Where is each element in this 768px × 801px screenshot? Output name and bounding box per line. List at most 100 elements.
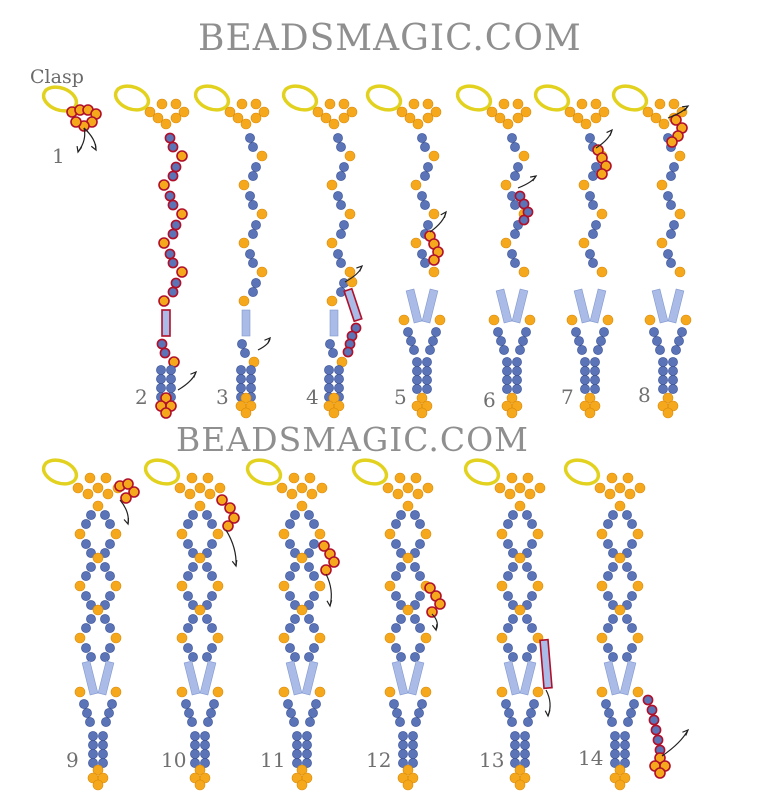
orange-bead xyxy=(632,580,644,592)
blue-bead xyxy=(414,708,424,718)
orange-bead xyxy=(326,295,338,307)
blue-bead xyxy=(81,571,91,581)
orange-bead xyxy=(144,106,156,118)
blue-bead xyxy=(408,749,418,759)
blue-bead xyxy=(422,384,432,394)
blue-bead xyxy=(81,623,91,633)
orange-bead xyxy=(396,106,408,118)
bugle-bead xyxy=(183,660,201,696)
clasp-ring-icon xyxy=(41,85,79,113)
blue-bead xyxy=(512,384,522,394)
blue-bead xyxy=(396,600,406,610)
orange-bead xyxy=(596,168,608,180)
orange-bead xyxy=(416,392,428,404)
blue-bead xyxy=(285,591,295,601)
thread-arrow-icon xyxy=(177,371,197,391)
blue-bead xyxy=(86,652,96,662)
blue-bead xyxy=(603,519,613,529)
blue-bead xyxy=(591,220,601,230)
blue-bead xyxy=(520,731,530,741)
blue-bead xyxy=(86,548,96,558)
orange-bead xyxy=(434,314,446,326)
blue-bead xyxy=(105,539,115,549)
blue-bead xyxy=(620,731,630,741)
blue-bead xyxy=(308,708,318,718)
blue-bead xyxy=(290,652,300,662)
orange-bead xyxy=(296,779,308,791)
blue-bead xyxy=(79,699,89,709)
blue-bead xyxy=(522,652,532,662)
blue-bead xyxy=(200,731,210,741)
orange-bead xyxy=(306,488,318,500)
blue-bead xyxy=(302,749,312,759)
blue-bead xyxy=(622,600,632,610)
blue-bead xyxy=(290,510,300,520)
blue-bead xyxy=(98,740,108,750)
blue-bead xyxy=(398,731,408,741)
blue-bead xyxy=(507,249,517,259)
blue-bead xyxy=(105,519,115,529)
thread-arrow-icon xyxy=(661,729,689,757)
bugle-bead xyxy=(651,288,669,324)
orange-bead xyxy=(564,106,576,118)
orange-bead xyxy=(212,632,224,644)
blue-bead xyxy=(580,357,590,367)
clasp-ring-icon xyxy=(245,458,283,486)
orange-bead xyxy=(514,764,526,776)
blue-bead xyxy=(521,327,531,337)
orange-bead xyxy=(614,482,626,494)
blue-bead xyxy=(246,365,256,375)
blue-bead xyxy=(503,591,513,601)
blue-bead xyxy=(164,248,176,260)
blue-bead xyxy=(669,162,679,172)
orange-bead xyxy=(318,540,330,552)
orange-bead xyxy=(654,98,666,110)
orange-bead xyxy=(176,580,188,592)
orange-bead xyxy=(158,237,170,249)
blue-bead xyxy=(608,614,618,624)
orange-bead xyxy=(416,407,428,419)
blue-bead xyxy=(292,749,302,759)
orange-bead xyxy=(494,112,506,124)
orange-bead xyxy=(278,580,290,592)
blue-bead xyxy=(603,643,613,653)
arrowhead-icon xyxy=(90,143,97,152)
orange-bead xyxy=(494,482,506,494)
blue-bead xyxy=(100,510,110,520)
bugle-bead xyxy=(391,660,409,696)
blue-bead xyxy=(508,548,518,558)
blue-bead xyxy=(522,548,532,558)
blue-bead xyxy=(88,731,98,741)
blue-bead xyxy=(649,327,659,337)
blue-bead xyxy=(510,731,520,741)
blue-bead xyxy=(502,384,512,394)
blue-bead xyxy=(604,708,614,718)
blue-bead xyxy=(248,258,258,268)
blue-bead xyxy=(304,614,314,624)
orange-bead xyxy=(328,407,340,419)
blue-bead xyxy=(285,519,295,529)
orange-bead xyxy=(100,472,112,484)
orange-bead xyxy=(74,528,86,540)
blue-bead xyxy=(246,374,256,384)
orange-bead xyxy=(402,779,414,791)
blue-bead xyxy=(423,220,433,230)
orange-bead xyxy=(296,552,308,564)
blue-bead xyxy=(627,571,637,581)
orange-bead xyxy=(174,482,186,494)
blue-bead xyxy=(207,539,217,549)
orange-bead xyxy=(596,580,608,592)
blue-bead xyxy=(203,717,213,727)
orange-bead xyxy=(518,266,530,278)
blue-bead xyxy=(512,357,522,367)
blue-bead xyxy=(658,357,668,367)
blue-bead xyxy=(423,162,433,172)
orange-bead xyxy=(278,528,290,540)
blue-bead xyxy=(520,749,530,759)
blue-bead xyxy=(599,327,609,337)
orange-bead xyxy=(580,118,592,130)
blue-bead xyxy=(510,758,520,768)
orange-bead xyxy=(500,179,512,191)
blue-bead xyxy=(502,366,512,376)
orange-bead xyxy=(110,686,122,698)
